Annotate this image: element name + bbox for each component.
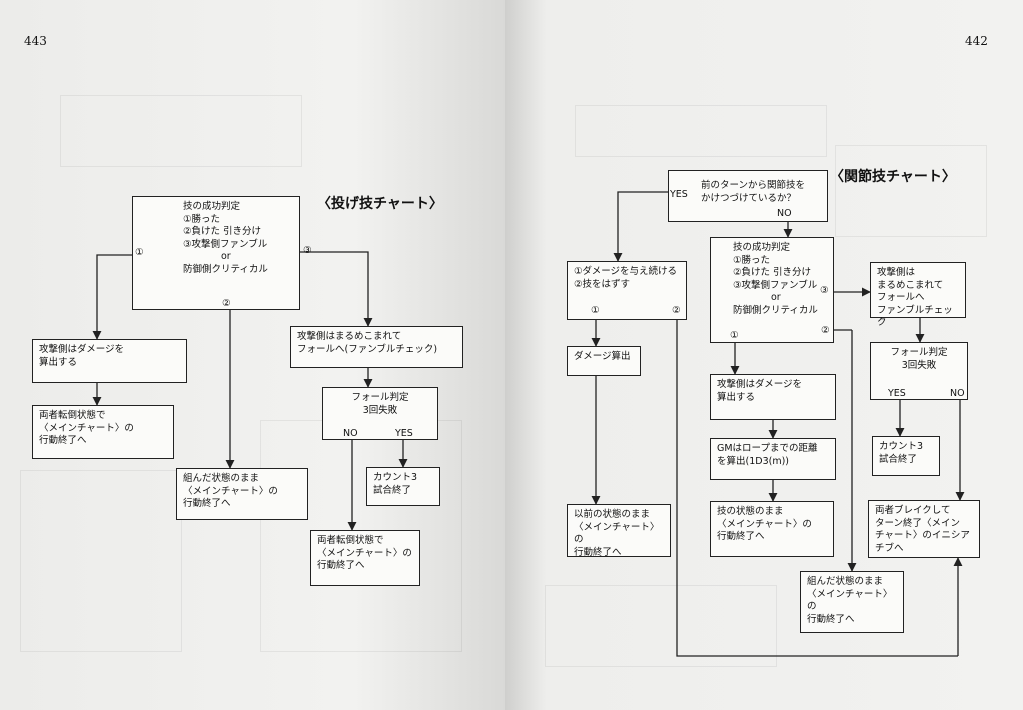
throw-damage-calc-box: 攻撃側はダメージを 算出する: [32, 339, 187, 383]
throw-both-down-2-box: 両者転倒状態で 〈メインチャート〉の 行動終了へ: [310, 530, 420, 586]
bleed-through-shape: [20, 470, 182, 652]
bleed-through-shape: [575, 105, 827, 157]
throw-grappled-end-box: 組んだ状態のまま 〈メインチャート〉の 行動終了へ: [176, 468, 308, 520]
joint-tech-end-box: 技の状態のまま 〈メインチャート〉の 行動終了へ: [710, 501, 834, 557]
page-number-right: 442: [965, 34, 988, 48]
joint-fall-check-box: フォール判定 3回失敗: [870, 342, 968, 400]
joint-success-check-box: 技の成功判定 ①勝った ②負けた 引き分け ③攻撃側ファンブル or 防御側クリ…: [710, 237, 834, 343]
joint-rope-distance-box: GMはロープまでの距離 を算出(1D3(m)): [710, 438, 836, 480]
throw-count3-box: カウント3 試合終了: [366, 467, 440, 506]
branch-label-2: ②: [222, 298, 231, 309]
branch-label-1: ①: [135, 247, 144, 258]
branch-label-1: ①: [730, 330, 739, 341]
branch-label-2: ②: [821, 325, 830, 336]
yes-label: YES: [888, 388, 906, 399]
joint-rolled-fall-box: 攻撃側は まるめこまれて フォールへ ファンブルチェック: [870, 262, 966, 328]
branch-label-3: ③: [820, 285, 829, 296]
throw-fall-fumble-box: 攻撃側はまるめこまれて フォールへ(ファンブルチェック): [290, 326, 463, 368]
joint-grappled-end-box: 組んだ状態のまま 〈メインチャート〉の 行動終了へ: [800, 571, 904, 633]
joint-choice-box: ①ダメージを与え続ける ②技をはずす: [567, 261, 687, 320]
throw-success-check-box: 技の成功判定 ①勝った ②負けた 引き分け ③攻撃側ファンブル or 防御側クリ…: [132, 196, 300, 310]
joint-continue-question-box: 前のターンから関節技を かけつづけているか？: [668, 170, 828, 222]
joint-prev-state-box: 以前の状態のまま 〈メインチャート〉の 行動終了へ: [567, 504, 671, 558]
bleed-through-shape: [545, 585, 777, 667]
joint-count3-box: カウント3 試合終了: [872, 436, 940, 476]
joint-damage-calc-box: 攻撃側はダメージを 算出する: [710, 374, 836, 420]
throw-fall-check-box: フォール判定 3回失敗: [322, 387, 438, 440]
joint-both-break-box: 両者ブレイクして ターン終了〈メイン チャート〉のイニシアチブへ: [868, 500, 980, 558]
no-label: NO: [343, 428, 358, 439]
branch-label-3: ③: [303, 245, 312, 256]
page-number-left: 443: [24, 34, 47, 48]
bleed-through-shape: [60, 95, 302, 167]
throw-chart-title: 〈投げ技チャート〉: [317, 196, 443, 212]
yes-label: YES: [670, 189, 688, 200]
bleed-through-shape: [835, 145, 987, 237]
joint-chart-title: 〈関節技チャート〉: [830, 169, 956, 185]
throw-both-down-box: 両者転倒状態で 〈メインチャート〉の 行動終了へ: [32, 405, 174, 459]
no-label: NO: [950, 388, 965, 399]
yes-label: YES: [395, 428, 413, 439]
joint-damage-box: ダメージ算出: [567, 346, 641, 376]
branch-label-2: ②: [672, 305, 681, 316]
branch-label-1: ①: [591, 305, 600, 316]
no-label: NO: [777, 208, 792, 219]
